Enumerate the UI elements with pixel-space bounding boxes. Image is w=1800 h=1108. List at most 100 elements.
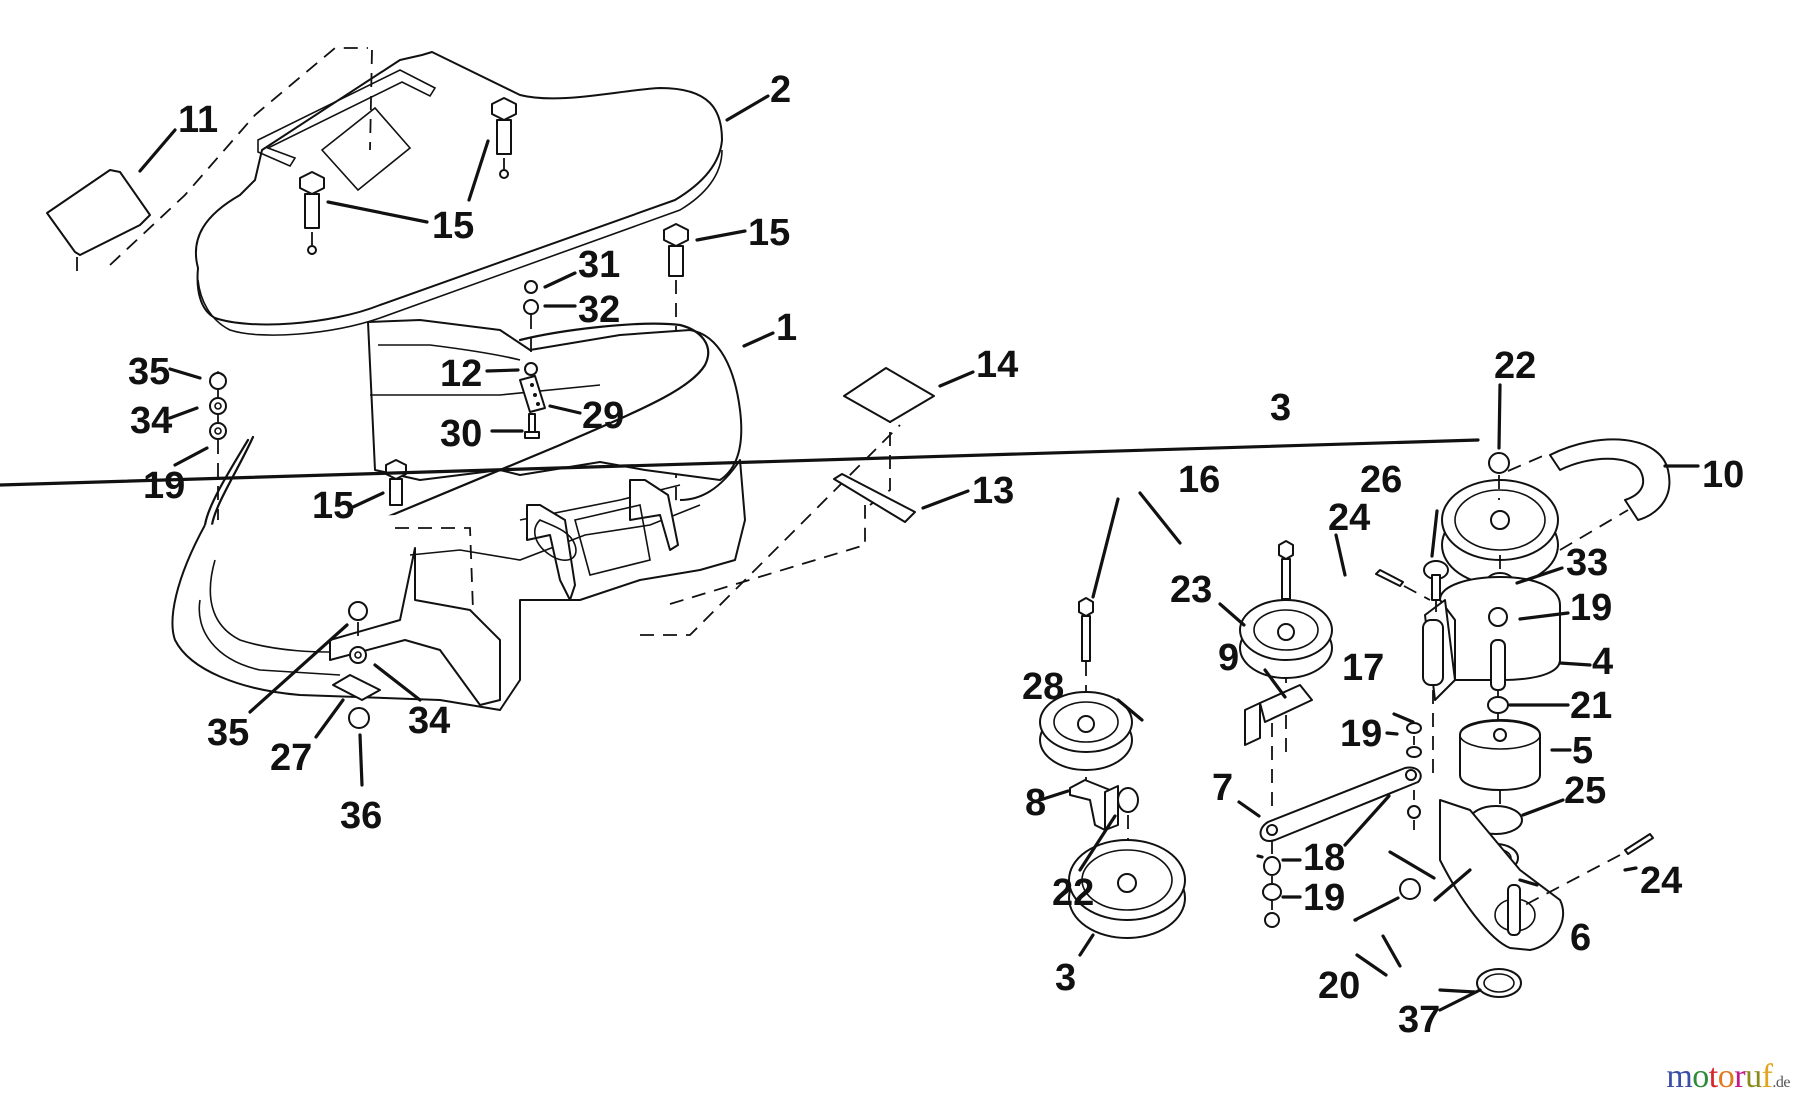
watermark-letter: t [1708, 1058, 1718, 1095]
screw-30-icon [524, 413, 540, 439]
callout-19: 19 [1570, 587, 1612, 629]
belt-keeper-10-part [1549, 438, 1671, 521]
callout-17: 17 [1342, 647, 1384, 689]
washer-19-icon [209, 422, 227, 440]
callout-1: 1 [776, 307, 797, 349]
watermark-letter: f [1761, 1058, 1773, 1095]
callout-9: 9 [1218, 637, 1239, 679]
watermark-letter: r [1734, 1058, 1746, 1095]
callout-15: 15 [312, 485, 354, 527]
callout-6: 6 [1570, 917, 1591, 959]
watermark-letter: o [1717, 1058, 1735, 1095]
leader-lines [0, 94, 1700, 1012]
nut-20-icon [1399, 878, 1421, 900]
idler-arm-bracket-6-part [1439, 799, 1565, 951]
callout-14: 14 [976, 344, 1018, 386]
callout-2: 2 [770, 69, 791, 111]
callout-26: 26 [1360, 459, 1402, 501]
nut-35-icon [348, 601, 368, 621]
callout-34: 34 [408, 700, 450, 742]
watermark-letter: o [1692, 1058, 1709, 1095]
callout-32: 32 [578, 289, 620, 331]
callout-24: 24 [1640, 860, 1682, 902]
bolt-15-icon [299, 171, 325, 255]
callout-35: 35 [207, 712, 249, 754]
callout-19: 19 [1340, 713, 1382, 755]
callout-13: 13 [972, 470, 1014, 512]
callout-15: 15 [748, 212, 790, 254]
nut-22-icon [1117, 787, 1139, 813]
nut-36-icon [348, 707, 370, 729]
bushing-17-icon [1406, 722, 1422, 734]
watermark-letter: m [1666, 1058, 1693, 1095]
bolt-15-icon [491, 97, 517, 179]
callout-28: 28 [1022, 666, 1064, 708]
callout-20: 20 [1318, 965, 1360, 1007]
clip-27-icon [332, 674, 381, 701]
callout-19: 19 [143, 465, 185, 507]
callout-30: 30 [440, 413, 482, 455]
washer-19-icon [1262, 883, 1282, 901]
callout-24: 24 [1328, 497, 1370, 539]
decal-13-part [833, 473, 916, 523]
pulley-3-part [1068, 839, 1186, 939]
callout-27: 27 [270, 737, 312, 779]
callout-11: 11 [178, 99, 218, 141]
belt-cover-part [194, 49, 723, 336]
nut-22-icon [1488, 452, 1510, 474]
callout-10: 10 [1702, 454, 1744, 496]
idler-arm-7-part [1259, 766, 1422, 842]
washer-19-icon [1406, 746, 1422, 758]
washer-32-icon [523, 299, 539, 315]
callout-12: 12 [440, 353, 482, 395]
callout-31: 31 [578, 244, 620, 286]
watermark-suffix: .de [1772, 1074, 1790, 1091]
bolt-15-icon [385, 459, 407, 506]
callout-4: 4 [1592, 641, 1613, 683]
callout-29: 29 [582, 395, 624, 437]
nut-20-icon [1264, 912, 1280, 928]
pin-26-icon [1423, 560, 1449, 601]
callout-23: 23 [1170, 569, 1212, 611]
watermark-letter: u [1745, 1058, 1762, 1095]
callout-5: 5 [1572, 730, 1593, 772]
bolt-16-icon [1078, 597, 1094, 662]
cotter-pin-24-icon [1624, 833, 1654, 855]
decal-14-part [843, 367, 935, 423]
spacer-12-icon [524, 362, 538, 376]
callout-22: 22 [1052, 872, 1094, 914]
callout-21: 21 [1570, 685, 1612, 727]
callout-18: 18 [1303, 837, 1345, 879]
callout-15: 15 [432, 205, 474, 247]
pivot-post-icon [1422, 619, 1444, 686]
callout-34: 34 [130, 400, 172, 442]
belt-guard-housing-part [171, 319, 901, 711]
housing-4-part [1424, 576, 1561, 701]
bolt-16-icon [1278, 540, 1294, 600]
spacer-21-icon [1487, 696, 1509, 714]
bracket-9-part [1244, 684, 1313, 746]
watermark-logo: motoruf.de [1666, 1058, 1790, 1096]
callout-35: 35 [128, 351, 170, 393]
callout-19: 19 [1303, 877, 1345, 919]
callout-25: 25 [1564, 770, 1606, 812]
idler-pulley-23-part [1239, 599, 1333, 679]
callout-labels: 11 2 15 15 15 15 31 32 1 12 29 30 35 34 … [128, 69, 1744, 1041]
callout-16: 16 [1178, 459, 1220, 501]
bearing-37-icon [1476, 968, 1522, 998]
decal-11-part [46, 47, 368, 278]
callout-3: 3 [1055, 957, 1076, 999]
nut-31-icon [524, 280, 538, 294]
pulley-3-part [1441, 479, 1559, 586]
callout-36: 36 [340, 795, 382, 837]
spindle-housing-5-part [1459, 719, 1541, 791]
callout-33: 33 [1566, 542, 1608, 584]
spacer-18-icon [1407, 805, 1421, 819]
callout-3: 3 [1270, 387, 1291, 429]
bracket-plate-29-icon [519, 375, 546, 413]
lock-washer-34-icon [209, 397, 227, 415]
cotter-pin-24-icon [1375, 569, 1404, 587]
lock-washer-34-icon [349, 646, 367, 664]
callout-37: 37 [1398, 999, 1440, 1041]
